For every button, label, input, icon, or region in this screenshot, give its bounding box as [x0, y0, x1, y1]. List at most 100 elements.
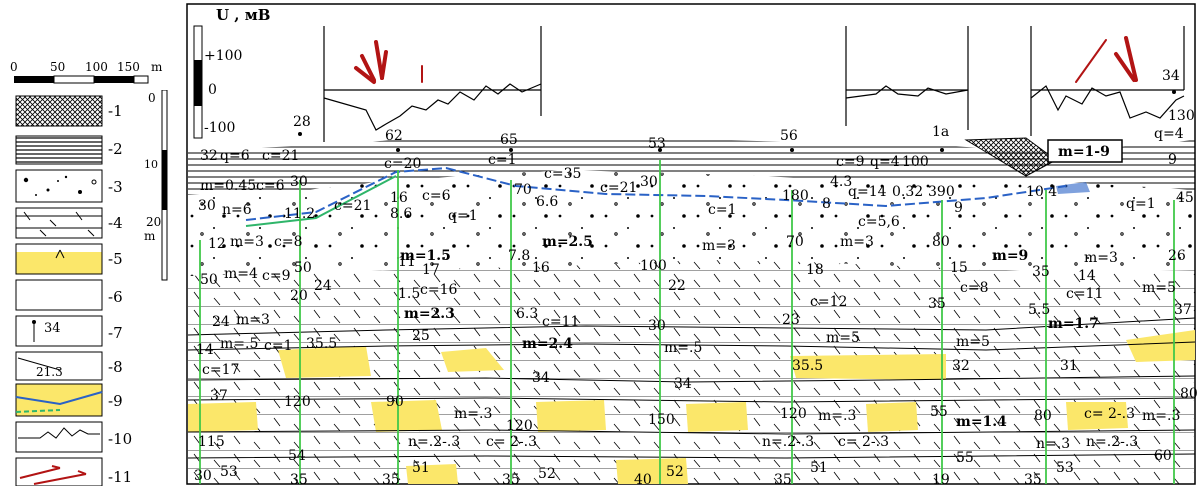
label-50a: 50	[200, 272, 218, 288]
chart-ytick-100: +100	[204, 48, 242, 64]
chart-ytick-neg100: -100	[204, 120, 235, 136]
label-100a: 100	[902, 154, 929, 170]
sand-lenses	[188, 182, 1195, 484]
label-35c: 35	[290, 472, 308, 486]
label-26: 26	[1168, 248, 1186, 264]
svg-text:-2: -2	[108, 140, 123, 158]
depth-tick-20: 20	[146, 215, 161, 229]
label-c8: c=8	[274, 234, 302, 250]
label-m5d: m=5	[826, 330, 860, 346]
label-55b: 55	[930, 404, 948, 420]
borehole-53: 53	[648, 136, 666, 152]
label-86: 8.6	[390, 206, 412, 222]
depth-axis: 0 10 20 m	[144, 90, 168, 281]
label-55c: 55	[956, 450, 974, 466]
label-100b: 100	[640, 258, 667, 274]
svg-text:-10: -10	[108, 430, 132, 448]
scale-tick-150: 150	[117, 60, 140, 74]
label-11: 11	[398, 254, 416, 270]
label-c12: c=12	[810, 294, 847, 310]
label-c9: c=9	[836, 154, 864, 170]
label-120b: 120	[506, 418, 533, 434]
label-53a: 53	[220, 464, 238, 480]
label-55a: 5.5	[1028, 302, 1050, 318]
label-m5c: m=.5	[664, 340, 702, 356]
section-labels: 32 q=6 c=21 c=20 m=0.45 c=6 30 30 n=6 11…	[194, 108, 1197, 486]
svg-text:21.3: 21.3	[36, 365, 63, 379]
label-78: 7.8	[508, 248, 530, 264]
borehole-lines	[199, 160, 1175, 484]
label-52b: 52	[666, 464, 684, 480]
label-m14: m=1.4	[956, 414, 1007, 430]
svg-text:34: 34	[44, 321, 61, 336]
label-q4b: q=4	[1154, 126, 1184, 142]
label-90: 90	[386, 394, 404, 410]
svg-text:-7: -7	[108, 324, 123, 342]
label-180: 180	[782, 188, 809, 204]
label-c11b: c=11	[542, 314, 579, 330]
depth-tick-10: 10	[144, 158, 158, 171]
label-q1b: q=1	[1126, 196, 1156, 212]
legend: -1 -2 -3 -4 -5 -6	[15, 95, 132, 486]
scale-tick-0: 0	[10, 60, 18, 74]
label-35b: 35	[928, 296, 946, 312]
svg-text:-8: -8	[108, 358, 123, 376]
label-c21c: c=21	[334, 198, 371, 214]
m-box	[1047, 139, 1123, 163]
label-355a: 35.5	[306, 336, 337, 352]
label-30b: 30	[198, 198, 216, 214]
label-80b: 80	[1034, 408, 1052, 424]
label-51a: 51	[412, 460, 430, 476]
label-m3a: m=3	[230, 234, 264, 250]
layer-3-gravel	[188, 170, 1195, 276]
label-104: 10 4	[1026, 184, 1057, 200]
water-level-green	[245, 175, 397, 227]
label-20: 20	[290, 288, 308, 304]
label-37a: 37	[1174, 302, 1192, 318]
label-q6: q=6	[220, 148, 250, 164]
water-level-blue	[245, 166, 1067, 221]
label-c56: c=5,6	[858, 214, 900, 230]
borehole-heads	[298, 90, 1176, 152]
depth-unit: m	[144, 229, 156, 243]
label-40: 40	[634, 472, 652, 486]
label-18: 18	[806, 262, 824, 278]
label-66: 6.6	[536, 194, 558, 210]
label-q4: q=4	[870, 154, 900, 170]
label-37b: 37	[210, 388, 228, 404]
label-51b: 51	[810, 460, 828, 476]
label-c21a: c=21	[262, 148, 299, 164]
label-45: 45	[1176, 190, 1194, 206]
label-032: 0.32	[892, 184, 923, 200]
label-m5e: m=5	[956, 334, 990, 350]
label-m3c: m=3	[840, 234, 874, 250]
label-c21b: c=21	[600, 180, 637, 196]
label-15b: 1.5	[398, 286, 420, 302]
label-q1: q=1	[448, 208, 478, 224]
legend-item-7: 34 -7	[15, 315, 123, 347]
label-35e: 35	[502, 472, 520, 486]
label-n3: n=.3	[1036, 436, 1070, 452]
label-c6: c=6	[256, 178, 285, 194]
layer-2-topsoil	[188, 138, 1195, 195]
legend-item-1: -1	[15, 95, 123, 127]
label-n23c: n=.2-.3	[1086, 434, 1138, 450]
label-m3e: m=3	[236, 312, 270, 328]
label-c23b: c= 2-.3	[486, 434, 537, 450]
label-60: 60	[1154, 448, 1172, 464]
label-8a: 8	[822, 196, 831, 212]
label-c8b: c=8	[960, 280, 988, 296]
label-12: 12	[208, 236, 226, 252]
layer-4-clay-lower	[188, 380, 1194, 484]
svg-text:-4: -4	[108, 214, 123, 232]
legend-item-11: -11	[15, 457, 132, 486]
label-54: 54	[288, 448, 306, 464]
label-n23b: n=.2-.3	[762, 434, 814, 450]
label-c1a: c=1	[488, 152, 516, 168]
label-390: 390	[928, 184, 955, 200]
label-m24: m=2.4	[522, 336, 573, 352]
label-30c: 30	[640, 174, 658, 190]
label-m3d: m=3	[1084, 250, 1118, 266]
legend-item-10: -10	[15, 421, 132, 453]
label-25: 25	[412, 328, 430, 344]
